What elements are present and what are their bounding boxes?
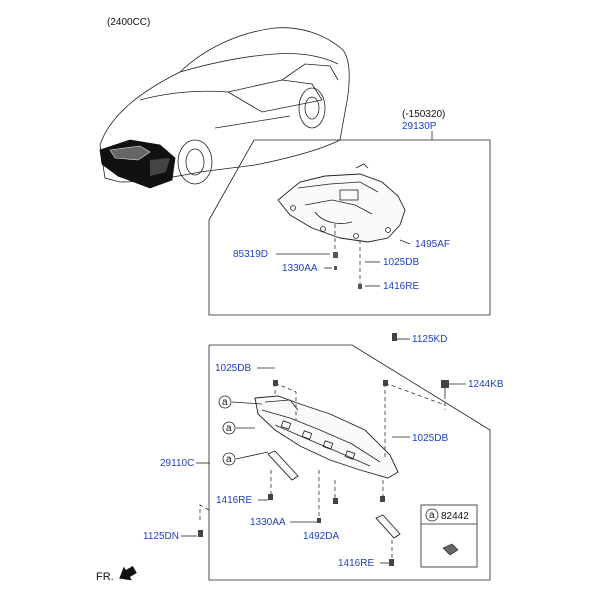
upper-part-number: 29130P (402, 121, 437, 132)
callout-1125KD: 1125KD (412, 334, 447, 345)
callout-1330AA-lower: 1330AA (250, 517, 286, 528)
callout-1025DB-upper: 1025DB (383, 257, 419, 268)
engine-label: (2400CC) (107, 17, 150, 28)
callout-1125DN: 1125DN (143, 531, 179, 542)
lower-group-frame (208, 344, 491, 581)
callout-1495AF: 1495AF (415, 239, 450, 250)
front-direction-label: FR. (96, 571, 114, 583)
upper-group-frame (208, 139, 491, 316)
left-deflector (267, 450, 299, 481)
callout-1025DB-lower-right: 1025DB (412, 433, 448, 444)
legend-box: a 82442 (420, 504, 478, 568)
callout-85319D: 85319D (233, 249, 268, 260)
callout-1416RE-upper: 1416RE (383, 281, 419, 292)
callout-1492DA: 1492DA (303, 531, 339, 542)
callout-1416RE-lower-left: 1416RE (216, 495, 252, 506)
callout-29110C: 29110C (160, 458, 194, 469)
ref-marker-a-1 (218, 395, 232, 409)
ref-marker-a-2 (222, 421, 236, 435)
right-deflector (375, 514, 401, 539)
ref-marker-a-1-label: a (222, 397, 228, 408)
car-illustration (99, 27, 350, 189)
callout-1025DB-lower-left: 1025DB (215, 363, 251, 374)
ref-marker-a-3-label: a (226, 454, 232, 465)
ref-marker-a-2-label: a (226, 423, 232, 434)
clip-icon (442, 543, 459, 556)
lower-group: a a a 1025DB 1025DB 29110C 1416RE 1330AA… (160, 344, 491, 581)
callout-1416RE-lower-right: 1416RE (338, 558, 374, 569)
front-arrow-icon (119, 566, 137, 581)
upper-date-label: (-150320) (402, 109, 445, 120)
upper-group: (-150320) 29130P 1495AF 85319D (208, 109, 491, 316)
legend-part-number: 82442 (441, 511, 469, 522)
legend-marker-a: a (429, 510, 435, 521)
callout-1244KB: 1244KB (468, 379, 504, 390)
callout-1330AA-upper: 1330AA (282, 263, 318, 274)
lower-under-cover (254, 395, 399, 479)
ref-marker-a-3 (222, 452, 236, 466)
upper-under-cover (277, 163, 406, 243)
